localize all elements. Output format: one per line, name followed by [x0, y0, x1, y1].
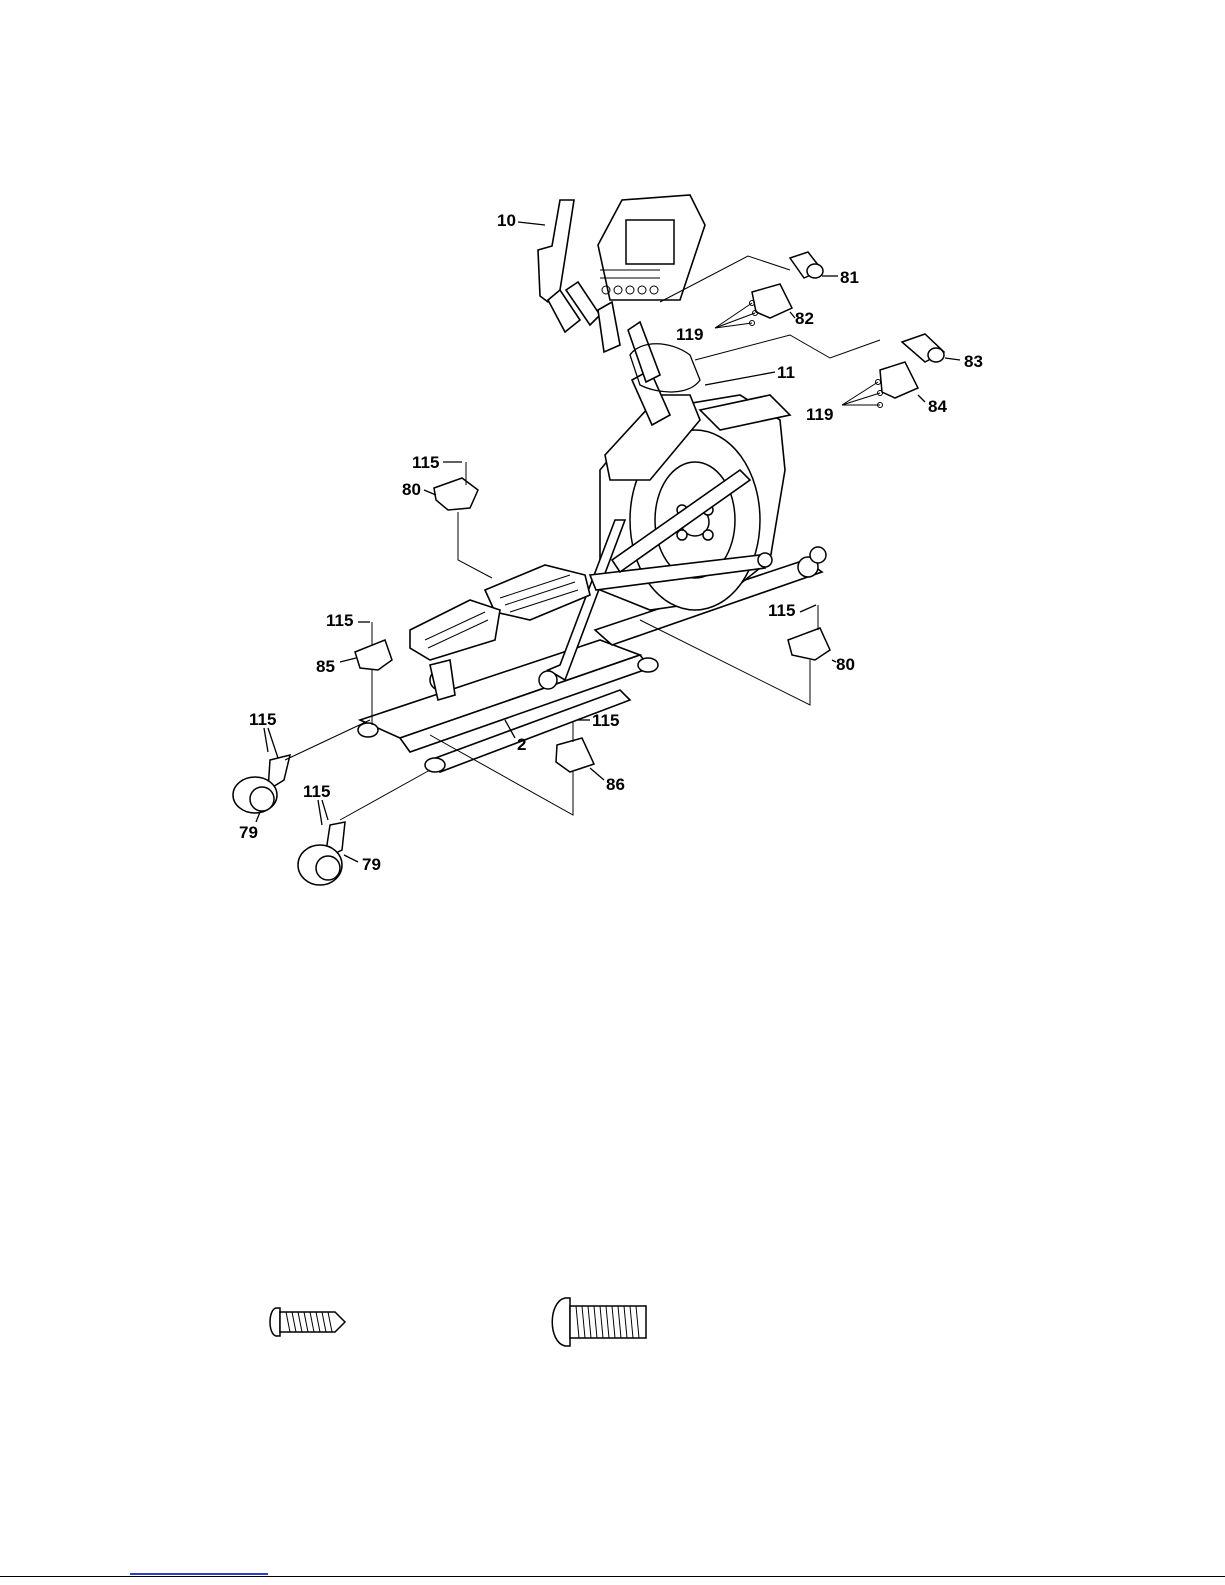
part-84-bracket	[880, 362, 918, 398]
part-86-cover	[556, 738, 594, 772]
callout-115-e: 115	[249, 710, 276, 729]
part-85-cover	[355, 640, 392, 670]
callout-85: 85	[316, 657, 335, 676]
callout-80-left: 80	[402, 480, 421, 499]
callout-79-upper: 79	[239, 823, 258, 842]
callout-115-c: 115	[768, 601, 795, 620]
part-80-cover-left	[434, 478, 478, 510]
callout-80-right: 80	[836, 655, 855, 674]
screw-group-119-upper	[715, 301, 758, 329]
caster-79-lower	[298, 822, 345, 885]
tapping-screw-icon	[270, 1308, 345, 1336]
callout-115-b: 115	[326, 611, 353, 630]
callout-115-f: 115	[303, 782, 330, 801]
part-80-cover-right	[788, 628, 830, 660]
callout-115-d: 115	[592, 711, 619, 730]
callout-79-lower: 79	[362, 855, 381, 874]
machine-bolt-icon	[552, 1298, 646, 1346]
callout-86: 86	[606, 775, 625, 794]
elliptical-machine	[358, 195, 826, 772]
callout-115-a: 115	[412, 453, 439, 472]
callout-11: 11	[777, 363, 795, 382]
footer-rule	[0, 1576, 1225, 1577]
caster-79-upper	[233, 755, 290, 813]
callout-81: 81	[840, 268, 859, 287]
footer-link-underline[interactable]	[130, 1573, 268, 1575]
callout-83: 83	[964, 352, 983, 371]
part-82-bracket	[752, 284, 792, 318]
callout-82: 82	[795, 309, 814, 328]
callout-10: 10	[497, 211, 516, 230]
screw-group-119-lower	[842, 380, 883, 408]
callout-2: 2	[517, 735, 526, 754]
callout-119-lower: 119	[806, 405, 833, 424]
callout-84: 84	[928, 397, 947, 416]
callout-119-upper: 119	[676, 325, 703, 344]
